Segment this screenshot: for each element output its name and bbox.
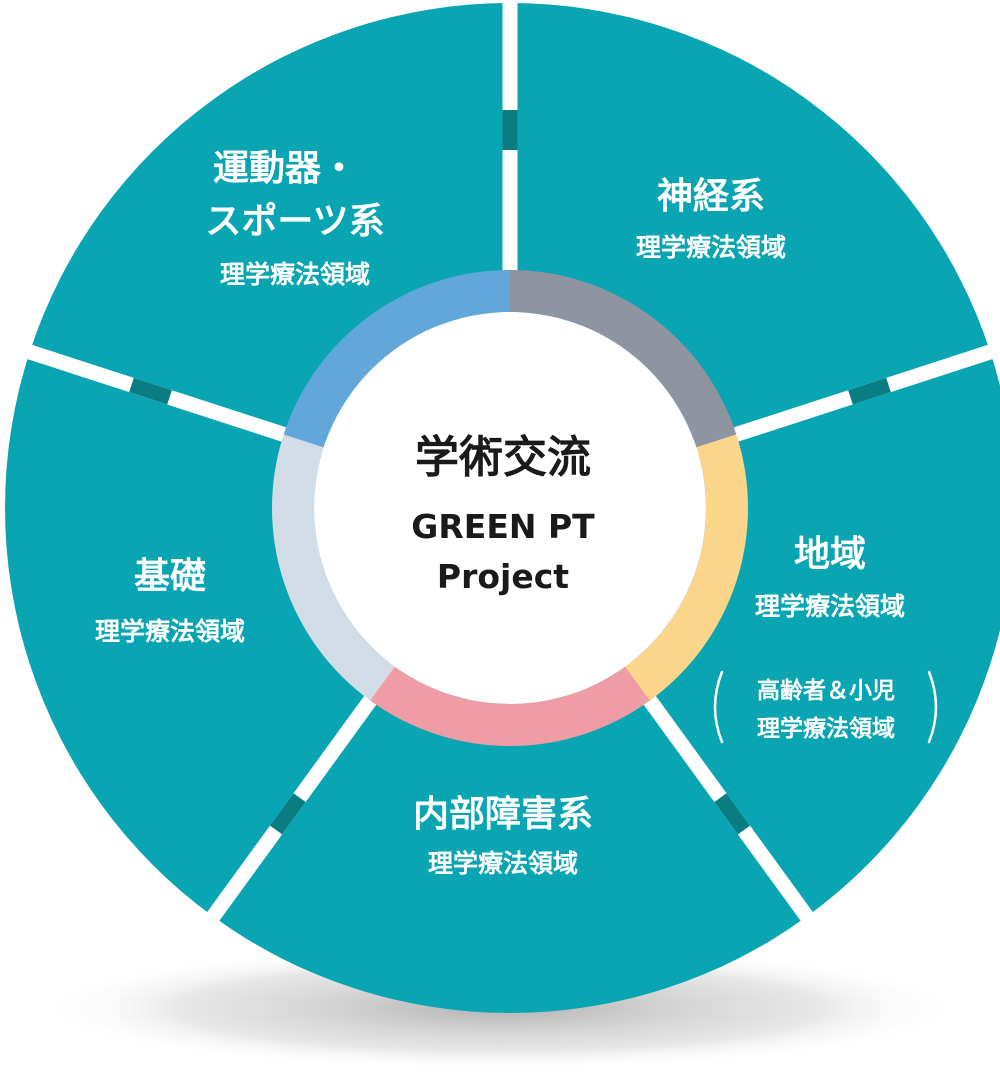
center-title: 学術交流: [415, 432, 591, 483]
segment-undouki-sports[interactable]: 運動器・ スポーツ系 理学療法領域: [205, 148, 384, 289]
ring-arc-shinkei: [510, 270, 737, 448]
segment-note-line2: 理学療法領域: [757, 715, 895, 742]
note-left-parenthesis: [713, 670, 724, 744]
segment-title-line2: スポーツ系: [205, 200, 384, 242]
divider-accent: [129, 377, 172, 405]
segment-subtitle: 理学療法領域: [755, 592, 905, 621]
segment-subtitle: 理学療法領域: [95, 617, 245, 646]
segment-note-line1: 高齢者＆小児: [757, 677, 895, 704]
segment-title-line1: 運動器・: [213, 148, 357, 189]
segment-title: 基礎: [134, 556, 206, 597]
segment-dividers: [8, 0, 1000, 938]
segment-shinkei[interactable]: 神経系 理学療法領域: [636, 176, 786, 262]
ring-arc-kiso: [272, 434, 395, 701]
segment-chiiki[interactable]: 地域 理学療法領域 高齢者＆小児 理学療法領域: [713, 534, 938, 744]
segment-subtitle: 理学療法領域: [636, 233, 786, 262]
note-right-parenthesis: [927, 670, 938, 744]
segment-subtitle: 理学療法領域: [220, 260, 370, 289]
segment-kiso[interactable]: 基礎 理学療法領域: [95, 556, 245, 646]
ring-arc-naibu: [370, 666, 650, 746]
divider-accent: [269, 793, 306, 835]
domain-color-ring: [272, 270, 748, 746]
center-disc: [314, 312, 706, 704]
segment-subtitle: 理学療法領域: [428, 849, 578, 878]
segment-title: 地域: [794, 534, 866, 575]
segment-title: 内部障害系: [413, 794, 593, 835]
center-subtitle-line1: GREEN PT: [411, 507, 595, 546]
outer-segment-naibu: [213, 508, 807, 1013]
divider-accent: [714, 793, 751, 835]
segment-naibu[interactable]: 内部障害系 理学療法領域: [413, 794, 593, 878]
segment-title: 神経系: [657, 176, 765, 217]
divider-accent: [848, 377, 891, 405]
center-subtitle-line2: Project: [437, 557, 569, 596]
ring-arc-chiiki: [625, 434, 748, 701]
ring-arc-undouki: [283, 270, 510, 448]
